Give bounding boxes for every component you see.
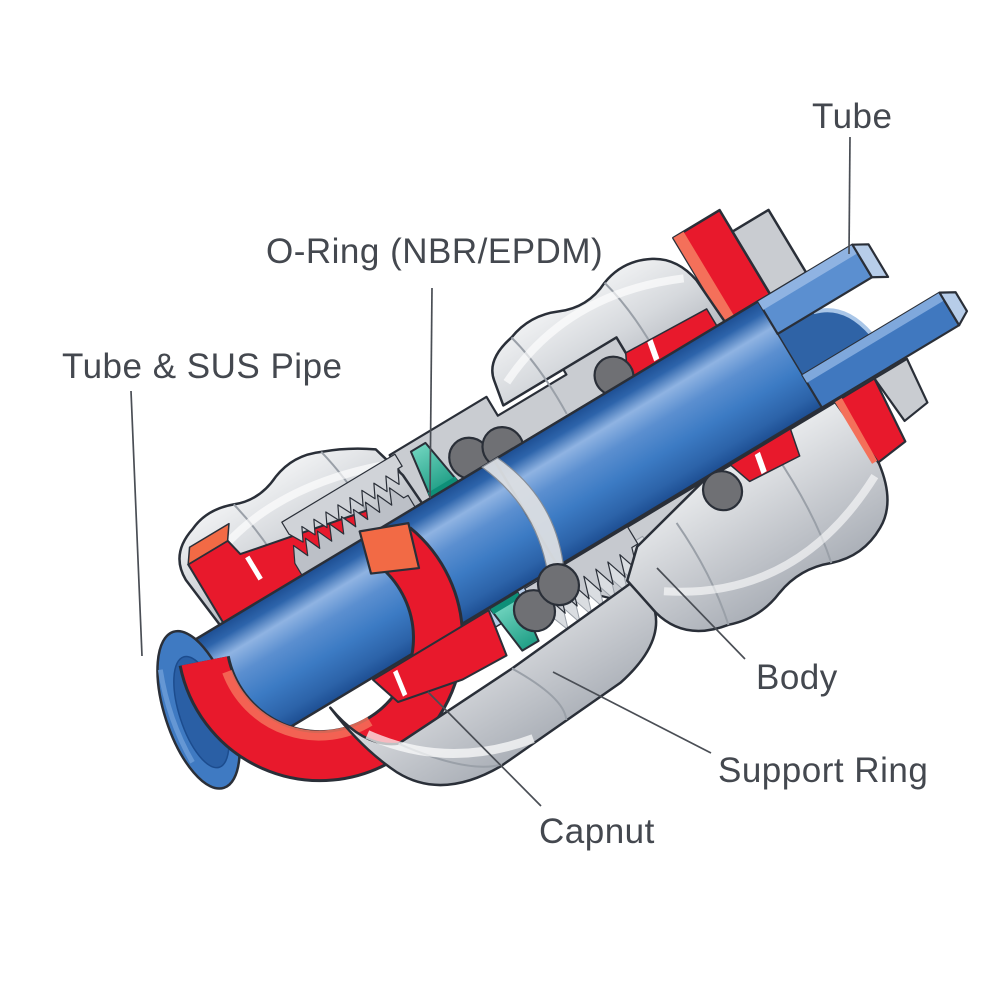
capnut-left-shell-graphic	[329, 581, 658, 787]
internals-right-bottom-graphic	[701, 428, 801, 512]
capnut-leader-line	[427, 691, 542, 807]
label-tube: Tube	[812, 97, 892, 136]
label-capnut: Capnut	[539, 812, 655, 851]
tube-right-graphic	[492, 243, 969, 568]
threads-lower	[292, 487, 416, 576]
label-oring: O-Ring (NBR/EPDM)	[266, 232, 603, 271]
label-tube-sus-pipe: Tube & SUS Pipe	[62, 347, 343, 386]
o-ring-graphic	[701, 470, 744, 512]
threads-upper	[281, 453, 403, 543]
support-ring-leader-line	[552, 671, 712, 754]
label-body: Body	[756, 658, 838, 697]
collar-right-bottom	[873, 357, 929, 423]
tube-leader-line	[848, 136, 851, 255]
internals-bottom-graphic	[489, 526, 654, 652]
oring-leader-line	[429, 287, 433, 499]
o-ring-graphic	[536, 562, 581, 607]
support-ring-bottom-graphic	[489, 591, 540, 652]
label-support-ring: Support Ring	[718, 751, 928, 790]
release-ring-right-lower-graphic	[833, 357, 929, 464]
release-ring-left-lower-section	[371, 609, 508, 704]
body-leader-line	[656, 567, 746, 660]
tube-sus-pipe-leader-line	[130, 390, 143, 657]
leader-lines	[130, 136, 851, 807]
labels: Tube O-Ring (NBR/EPDM) Tube & SUS Pipe B…	[62, 97, 928, 851]
body-graphic	[625, 394, 889, 633]
